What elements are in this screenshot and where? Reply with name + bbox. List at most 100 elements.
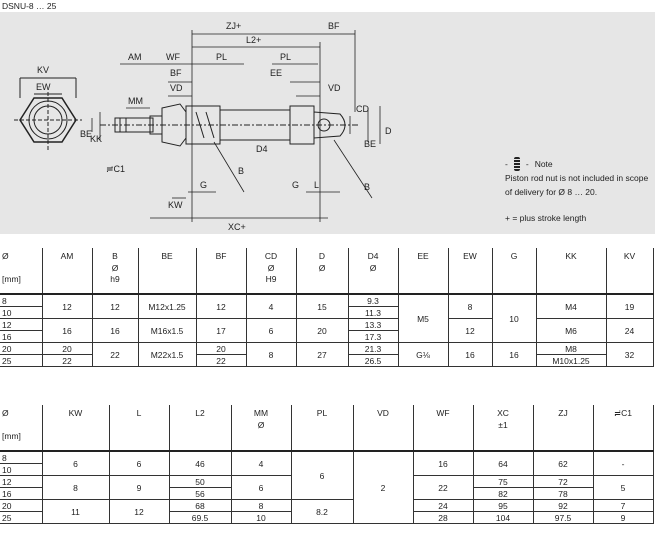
table-row: 8 6 6 46 4 6 2 16 64 62 - [0,450,654,524]
dim-vd-right: VD [328,83,341,93]
dim-vd-left: VD [170,83,183,93]
dim-d: D [385,126,392,136]
l-cell: 12 [109,499,170,524]
piston-nut-symbol-icon [513,157,520,171]
g-cell: 10 [492,293,537,343]
ee-cell: G⅛ [398,342,449,367]
col-vd: VD [353,405,414,452]
dimension-lines [91,30,381,222]
d-cell: 20 [296,318,349,343]
kw-cell: 6 [42,450,110,476]
product-title: DSNU-8 … 25 [2,1,57,11]
kw-cell: 8 [42,475,110,500]
col-size: Ø[mm] [0,405,43,452]
size-cell: 20 [0,342,43,355]
dim-ew: EW [36,82,51,92]
l2-cell: 56 [169,487,232,500]
dim-l2: L2+ [246,35,261,45]
size-cell: 10 [0,463,43,476]
size-cell: 12 [0,318,43,331]
wf-cell: 16 [413,450,474,476]
kw-cell: 11 [42,499,110,524]
dim-kk: KK [90,134,102,144]
table-row: 20 20 22 M22x1.5 20 8 27 21.3 G⅛ 16 16 M… [0,342,654,367]
dim-kv: KV [37,65,49,75]
stroke-note: + = plus stroke length [505,213,587,223]
d4-cell: 9.3 [348,293,399,307]
dim-bf-left: BF [170,68,182,78]
kv-cell: 19 [606,293,654,319]
d4-cell: 26.5 [348,354,399,367]
wf-cell: 28 [413,511,474,524]
cylinder-drawing-svg: ZJ+ BF L2+ AM WF PL PL KV EW BF EE VD VD… [14,21,392,232]
zj-cell: 72 [533,475,594,488]
note-legend: -- Note [505,157,553,171]
table-row: 20 11 12 68 8 8.2 24 95 92 7 [0,499,654,524]
dim-cd: CD [356,104,369,114]
dim-mm: MM [128,96,143,106]
kk-cell: M8 [536,342,607,355]
dim-bf-top: BF [328,21,340,31]
ew-cell: 8 [448,293,493,319]
col-l: L [109,405,170,452]
xc-cell: 82 [473,487,534,500]
zj-cell: 78 [533,487,594,500]
cd-cell: 8 [246,342,297,367]
mm-cell: 8 [231,499,292,512]
g-cell: 16 [492,342,537,367]
dim-g-right: G [292,180,299,190]
d4-cell: 21.3 [348,342,399,355]
am-cell: 12 [42,293,93,319]
kv-cell: 32 [606,342,654,367]
l-cell: 9 [109,475,170,500]
b-cell: 12 [92,293,139,319]
b-cell: 16 [92,318,139,343]
am-cell: 20 [42,342,93,355]
dim-b-right: B [364,182,370,192]
d4-cell: 11.3 [348,306,399,319]
c1-cell: 9 [593,511,654,524]
size-cell: 20 [0,499,43,512]
l2-cell: 46 [169,450,232,476]
dim-be-left: BE [80,129,92,139]
xc-cell: 75 [473,475,534,488]
dim-pl-right: PL [280,52,291,62]
zj-cell: 92 [533,499,594,512]
dim-pl-left: PL [216,52,227,62]
c1-cell: 7 [593,499,654,512]
col-bf: BF [196,248,247,295]
bf-cell: 12 [196,293,247,319]
dimension-labels: ZJ+ BF L2+ AM WF PL PL KV EW BF EE VD VD… [36,21,392,232]
dim-c1: ≓C1 [106,164,125,174]
col-l2: L2 [169,405,232,452]
dim-be-right: BE [364,139,376,149]
l-cell: 6 [109,450,170,476]
zj-cell: 97.5 [533,511,594,524]
col-size: Ø[mm] [0,248,43,295]
col-kk: KK [536,248,607,295]
wf-cell: 24 [413,499,474,512]
size-cell: 8 [0,293,43,307]
xc-cell: 64 [473,450,534,476]
be-cell: M12x1.25 [138,293,197,319]
l2-cell: 50 [169,475,232,488]
table-row: 25 22 22 26.5 M10x1.25 [0,354,653,367]
table-row: 12 16 16 M16x1.5 17 6 20 13.3 12 M6 24 [0,318,654,343]
col-ew: EW [448,248,493,295]
d-cell: 27 [296,342,349,367]
technical-drawing: ZJ+ BF L2+ AM WF PL PL KV EW BF EE VD VD… [0,12,655,234]
note-text: Piston rod nut is not included in scope … [505,173,649,197]
dim-zj: ZJ+ [226,21,241,31]
b-cell: 22 [92,342,139,367]
size-cell: 12 [0,475,43,488]
c1-cell: - [593,450,654,476]
dim-am: AM [128,52,142,62]
col-be: BE [138,248,197,295]
pl-cell: 6 [291,450,354,500]
dim-g-left: G [200,180,207,190]
